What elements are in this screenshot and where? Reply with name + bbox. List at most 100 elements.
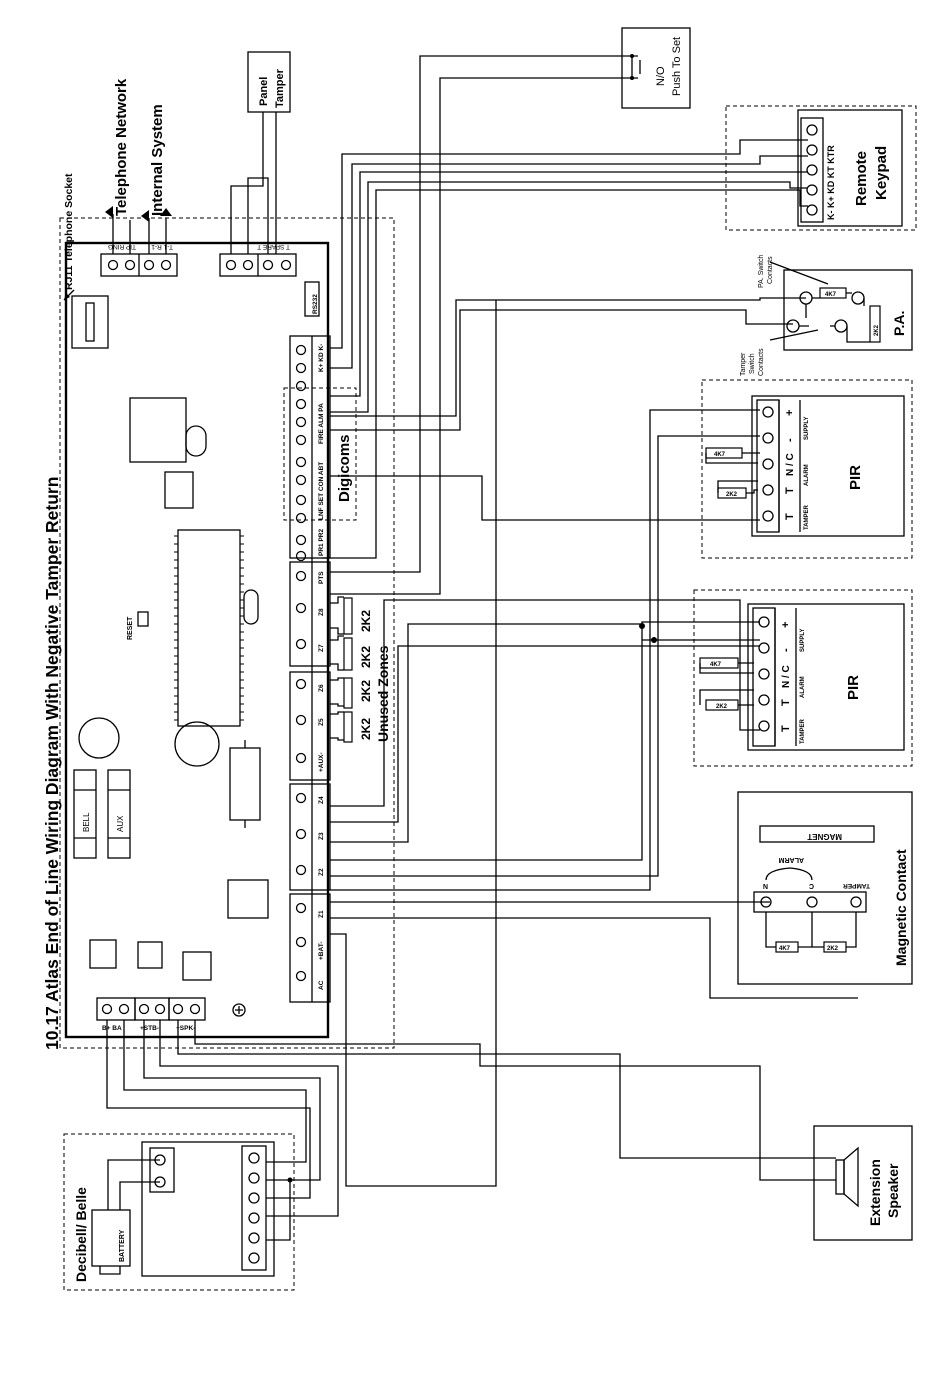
pir2-outline: [693, 589, 913, 767]
diagram-title: 10.17 Atlas End of Line Wiring Diagram W…: [42, 477, 62, 1050]
terminal-screw: [295, 362, 307, 374]
z6-label: Z6: [318, 684, 325, 692]
pts-label: PTS: [318, 571, 325, 584]
terminal-screw: [295, 970, 307, 982]
pir2-alarm: ALARM: [800, 676, 806, 698]
rs232-connector: [304, 281, 320, 317]
transformer-block: [227, 879, 269, 919]
panel-tamper-box: [247, 51, 291, 113]
pa-box: [783, 269, 913, 351]
terminal-screw: [295, 534, 307, 546]
spare-tamper-terminal-block: T SPARE T: [219, 243, 297, 277]
terminal-screw: [295, 602, 307, 614]
pir2-tamper: TAMPER: [800, 718, 806, 744]
pir1-minus: -: [784, 438, 796, 442]
pa-4k7-label: 4K7: [825, 292, 837, 298]
remote-keypad-label-1: Remote: [853, 151, 870, 206]
z3-label: Z3: [318, 832, 325, 840]
terminal-screw: [295, 570, 307, 582]
extension-speaker-box: [813, 1125, 913, 1241]
pir2-4k7-label: 4K7: [710, 662, 722, 668]
telephone-network-label: Telephone Network: [113, 78, 130, 216]
pir2-t2: T: [780, 725, 792, 732]
terminal-screw: [295, 638, 307, 650]
battery: [91, 1209, 131, 1267]
aux-fuse: AUX: [107, 769, 131, 859]
pa-2k2-resistor: [869, 305, 881, 343]
keypad-terminals-label: K- K+ KD KT KTR: [826, 145, 836, 220]
reset-label: RESET: [127, 616, 134, 640]
pir2-label: PIR: [845, 675, 862, 700]
rs232-label: RS232: [312, 294, 319, 314]
reset-button: [137, 611, 149, 627]
pa-switch-label-1: PA. Switch: [758, 255, 765, 288]
push-to-set-box: [621, 27, 691, 109]
push-to-set-label-1: N/O: [655, 66, 667, 86]
control-panel-board: [64, 241, 330, 1039]
bottom-terminal-blocks: B+ BA +STB- +SPK-: [96, 997, 206, 1032]
tel-arrow-head: [105, 206, 113, 218]
decibell-label: Decibell/ Belle: [73, 1187, 89, 1282]
remote-keypad-box: [797, 109, 903, 227]
pa-switch-label-2: Contacts: [767, 256, 774, 284]
pa-2k2-label: 2K2: [874, 324, 880, 336]
lnf-con-label: LNF SET CON ABT: [318, 462, 325, 520]
unused-zone-resistors: 2K2 2K2 2K2 2K2: [330, 596, 373, 743]
rj11-slot: [85, 302, 95, 342]
rj11-socket: [71, 295, 109, 349]
pir1-terminal-strip: [756, 399, 780, 533]
mag-2k2-label: 2K2: [827, 946, 839, 952]
right-terminal-column: K+ KD K- FIRE ALM PA LNF SET CON ABT PR1…: [289, 335, 331, 1003]
crystal-2: [243, 589, 259, 625]
pir2-plus: +: [780, 622, 792, 628]
speaker-cone: [843, 1146, 859, 1208]
decibell-battery-terminals: [149, 1147, 175, 1193]
mag-n-label: N: [763, 882, 768, 889]
component-c: [182, 951, 212, 981]
svg-text:BELL: BELL: [82, 812, 91, 832]
z5-label: Z5: [318, 718, 325, 726]
int-arrow-head-1: [141, 210, 149, 222]
decibell-box: [141, 1141, 275, 1277]
battery-label: BATTERY: [119, 1229, 126, 1262]
unused-2k2-a: 2K2: [359, 610, 373, 632]
b-ba-label: B+ BA: [102, 1025, 122, 1032]
spk-label: +SPK-: [176, 1025, 195, 1032]
pir1-t2: T: [784, 513, 796, 520]
terminal-screw: [295, 550, 307, 562]
push-to-set-label-2: Push To Set: [671, 37, 683, 96]
pir1-nc: N / C: [785, 453, 796, 476]
phone-terminal-block: TIP RING T-1 R-1: [100, 243, 178, 277]
terminal-screw: [295, 380, 307, 392]
mag-terminal-strip: [753, 891, 867, 913]
z2-label: Z2: [318, 868, 325, 876]
pir2-2k2-label: 2K2: [716, 704, 728, 710]
bell-fuse: BELL: [73, 769, 97, 859]
int-arrow-head-2: [160, 208, 172, 216]
svg-text:AUX: AUX: [116, 815, 125, 832]
terminal-screw: [295, 494, 307, 506]
chip-regulator: [129, 397, 187, 463]
tip-ring-label: TIP RING: [108, 243, 136, 250]
t1-r1-label: T-1 R-1: [151, 243, 173, 250]
terminal-screw: [295, 714, 307, 726]
digicoms-label: Digicoms: [336, 434, 353, 502]
mag-4k7-label: 4K7: [779, 946, 791, 952]
pir1-alarm: ALARM: [804, 464, 810, 486]
pir2-t1: T: [780, 699, 792, 706]
component-b: [137, 941, 163, 969]
pir2-minus: -: [780, 648, 792, 652]
mag-alarm-label: ALARM: [779, 856, 804, 863]
z8-label: Z8: [318, 608, 325, 616]
stb-label: +STB-: [140, 1025, 159, 1032]
microcontroller-pins: [174, 535, 244, 721]
spare-label: T SPARE T: [257, 243, 290, 250]
terminal-screw: [295, 434, 307, 446]
panel-tamper-label-2: Tamper: [274, 68, 286, 108]
magnetic-contact-box: [737, 791, 913, 985]
speaker-magnet: [835, 1159, 845, 1195]
pir1-2k2-label: 2K2: [726, 492, 738, 498]
digicoms-outline: [283, 387, 357, 521]
unused-2k2-d: 2K2: [359, 718, 373, 740]
